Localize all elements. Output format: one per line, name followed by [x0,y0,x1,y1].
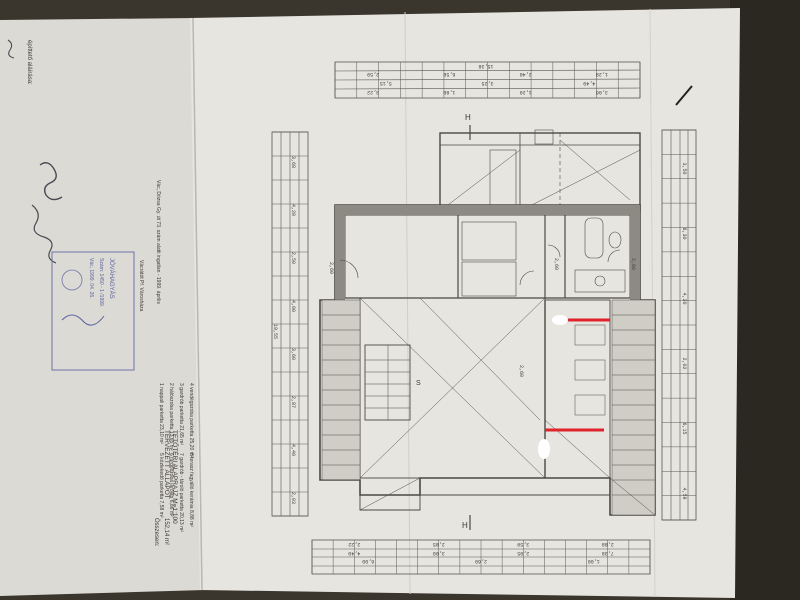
pen-mark [675,85,693,106]
paper-main-sheet [190,8,740,598]
room-row: 4 vendégszoba parketta 25,20 m² [188,383,194,458]
dim-left: 2,50 [290,252,296,264]
white-dot-bottom [538,439,550,459]
stamp-line2: Vác, 1999. 04. 26. [88,258,94,299]
floor-plan [319,129,656,516]
dim-top-row2: 6,58 [443,71,455,77]
total-value: 152,14 m² [163,518,169,545]
dim-top-row4: 1,20 [520,89,532,95]
title-line3: Vác, Dózsa Gy. út 73. szám alatti ingatl… [155,180,161,304]
dim-right: 6,15 [681,423,687,435]
dim-left: 3,68 [290,156,296,168]
owner-signature-label: építtető aláírása: [26,40,32,85]
room-row: 1 nappali parketta 23,10 m² [158,383,164,444]
dim-top-row4: 3,22 [367,89,379,95]
stamp-line3: Vácrátót Pf. Városháza [138,260,144,312]
dim-left: 4,40 [290,444,296,456]
dim-bottom-row1: 2,88 [602,541,614,547]
dim-top-total: 15,38 [478,63,493,69]
room-schedule: 1 nappali parketta 23,10 m² 2 hálószoba p… [158,383,194,532]
dim-right: 4,20 [681,293,687,305]
dim-right: 4,59 [681,488,687,500]
room-height-4: 2,60 [630,258,636,270]
room-row: 5 közlekedő parketta 7,58 m² [158,453,164,518]
title-line1: TERVEZETT ÁLLAPOT [163,430,172,499]
total-label: Összesen: [153,518,160,547]
dim-bottom-row2: 2,05 [517,550,529,556]
dim-bottom-row2: 3,00 [433,550,445,556]
stamp-line1: Szám: 1450 - 1 /1999. [98,258,104,307]
left-panel-text: építtető aláírása: [26,40,32,85]
dim-top-row2: 2,40 [520,71,532,77]
room-row: 7 gardrób - tároló parketta 20,13 m² [178,453,184,532]
dim-top-row3: 3,25 [481,80,493,86]
dim-bottom-row3: 6,00 [362,558,374,564]
dim-top-row2: 1,28 [596,71,608,77]
dim-right: 6,30 [681,228,687,240]
title-block: TERVEZETT ÁLLAPOT TETŐTÉRI ALAPRAJZ M=1:… [155,180,180,524]
dimension-strip-bottom: 2,22 2,85 3,59 2,88 4,40 3,00 2,05 7,38 6,00 2,60… [311,539,651,575]
white-dot-top [552,315,568,325]
dim-right: 2,02 [681,358,687,370]
signature-mark [39,162,63,201]
dimension-strip-right: 3,50 6,30 4,20 2,02 6,15 4,59 [661,129,697,521]
dimension-strip-top: 15,38 2,59 6,58 2,40 1,28 5,15 3,25 4,40 3,22 1,8… [334,61,641,99]
dim-bottom-row1: 2,85 [433,541,445,547]
dim-left-total: 19,55 [272,324,278,339]
approval-stamp: JÓVÁHAGYÁS Szám: 1450 - 1 /1999. Vác, 19… [51,251,144,371]
dimension-strip-left: 3,68 4,20 2,50 4,00 3,60 2,87 4,40 2,03 19,55 [271,131,309,517]
room-height-1: 2,60 [328,262,334,274]
staircase [364,344,411,421]
dim-left: 4,00 [290,300,296,312]
section-mark-bottom: H [462,521,468,530]
room-row: 3 gardrób parketta 21,65 m² [178,383,184,445]
room-height-2: 2,60 [553,258,559,270]
paper-left-panel [0,18,205,596]
room-row: 2 hálószoba parketta 13,65 m² [168,383,174,451]
signature-mark-2 [31,204,57,264]
stair-mark: S [416,380,421,387]
dim-top-row3: 4,40 [583,80,595,86]
dim-bottom-row2: 7,38 [602,550,614,556]
roof-hatch-left [321,299,361,481]
dim-bottom-row3: 2,60 [475,558,487,564]
dim-left: 3,60 [290,348,296,360]
dim-bottom-row3: 1,00 [588,558,600,564]
dim-right: 3,50 [681,163,687,175]
room-row: 8 terasz fagyálló kerámia 8,88 m² [188,453,194,527]
section-mark-top: H [465,113,471,122]
room-height-3: 2,60 [518,365,524,377]
room-row: 6 fürdőszoba járólap 6,86 m² [168,453,174,517]
stamp-title: JÓVÁHAGYÁS [108,258,115,299]
dim-left: 4,20 [290,204,296,216]
dim-top-row4: 1,80 [443,89,455,95]
dim-top-row2: 2,59 [367,71,379,77]
dim-bottom-row2: 4,40 [348,550,360,556]
dim-bottom-row1: 2,22 [348,541,360,547]
roof-hatch-right [611,299,656,516]
title-line2: TETŐTÉRI ALAPRAJZ M=1:100 [171,430,180,524]
dim-left: 2,03 [290,492,296,504]
dim-left: 2,87 [290,396,296,408]
dim-top-row4: 3,06 [596,89,608,95]
dim-top-row3: 5,15 [380,80,392,86]
dim-bottom-row1: 3,59 [517,541,529,547]
